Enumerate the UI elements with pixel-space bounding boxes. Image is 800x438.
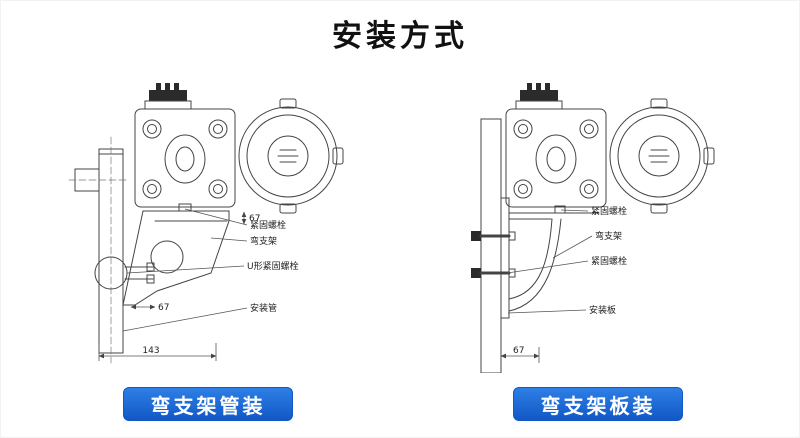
label-fastening-bolt-bottom: 紧固螺栓 (591, 255, 627, 267)
terminal-pin (545, 83, 550, 91)
label-mounting-pipe: 安装管 (250, 302, 277, 314)
dimension-span: 143 (98, 343, 217, 361)
dim-143-span: 143 (142, 346, 159, 356)
leader-lines (122, 208, 248, 332)
page-title: 安装方式 (332, 19, 468, 54)
u-bolt (94, 256, 155, 290)
bent-bracket (508, 205, 600, 312)
mounting-pipe (68, 136, 128, 364)
dimension-hole-offset: 67 (130, 303, 169, 313)
callout-labels: 紧固螺栓 弯支架 U形紧固螺栓 安装管 (247, 219, 299, 314)
mounting-plate (500, 197, 510, 319)
fastening-bolt (178, 203, 192, 212)
technical-drawing-pipe-mount: 紧固螺栓 弯支架 U形紧固螺栓 安装管 67 67 143 (68, 83, 344, 364)
terminal-block (520, 90, 558, 101)
dim-67-bracket: 67 (249, 214, 260, 224)
label-mounting-plate: 安装板 (589, 304, 616, 316)
label-u-bolt: U形紧固螺栓 (247, 260, 299, 272)
transmitter (505, 83, 715, 214)
wall-bolts (471, 231, 516, 278)
label-fastening-bolt-top: 紧固螺栓 (591, 205, 627, 217)
terminal-pin (165, 83, 170, 91)
dimension-bracket-width: 67 (241, 211, 260, 225)
display-head (238, 106, 338, 206)
terminal-pin (156, 83, 161, 91)
wall (480, 118, 502, 373)
transmitter (134, 83, 344, 214)
caption-pipe-mount-button[interactable]: 弯支架管装 (123, 387, 293, 421)
label-bent-bracket: 弯支架 (595, 230, 622, 242)
label-fastening-bolt: 紧固螺栓 (250, 219, 286, 231)
display-head (609, 106, 709, 206)
dimension-plate-depth: 67 (500, 346, 540, 363)
bracket-hole (150, 240, 184, 274)
dim-67-plate: 67 (513, 346, 524, 356)
fastening-bolt (554, 205, 566, 214)
callout-labels: 紧固螺栓 弯支架 紧固螺栓 安装板 (589, 205, 627, 316)
bent-bracket (122, 203, 230, 306)
leader-lines (506, 209, 593, 314)
technical-drawing-plate-mount: 紧固螺栓 弯支架 紧固螺栓 安装板 67 (471, 83, 715, 373)
terminal-pin (527, 83, 532, 91)
dim-67-hole: 67 (158, 303, 169, 313)
caption-plate-mount-button[interactable]: 弯支架板装 (513, 387, 683, 421)
terminal-pin (536, 83, 541, 91)
terminal-pin (174, 83, 179, 91)
label-bent-bracket: 弯支架 (250, 235, 277, 247)
terminal-block (149, 90, 187, 101)
